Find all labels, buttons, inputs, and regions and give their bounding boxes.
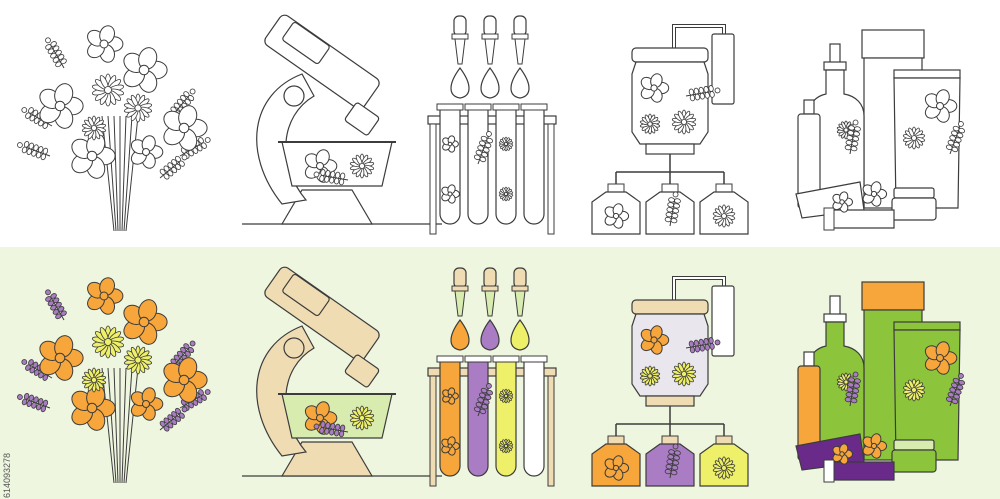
microscope-colored-icon: [242, 266, 442, 477]
cosmetics-colored-icon: [795, 281, 966, 483]
distiller-outline-icon: [591, 24, 749, 235]
microscope-outline-icon: [242, 14, 442, 225]
flower-bush-outline-icon: [17, 25, 211, 232]
cosmetics-outline-icon: [795, 29, 966, 231]
flower-bush-colored-icon: [17, 277, 211, 484]
stock-id-label: 614093278: [2, 452, 12, 498]
test-tubes-outline-icon: [427, 15, 557, 235]
distiller-colored-icon: [591, 276, 749, 487]
test-tubes-colored-icon: [427, 267, 557, 487]
